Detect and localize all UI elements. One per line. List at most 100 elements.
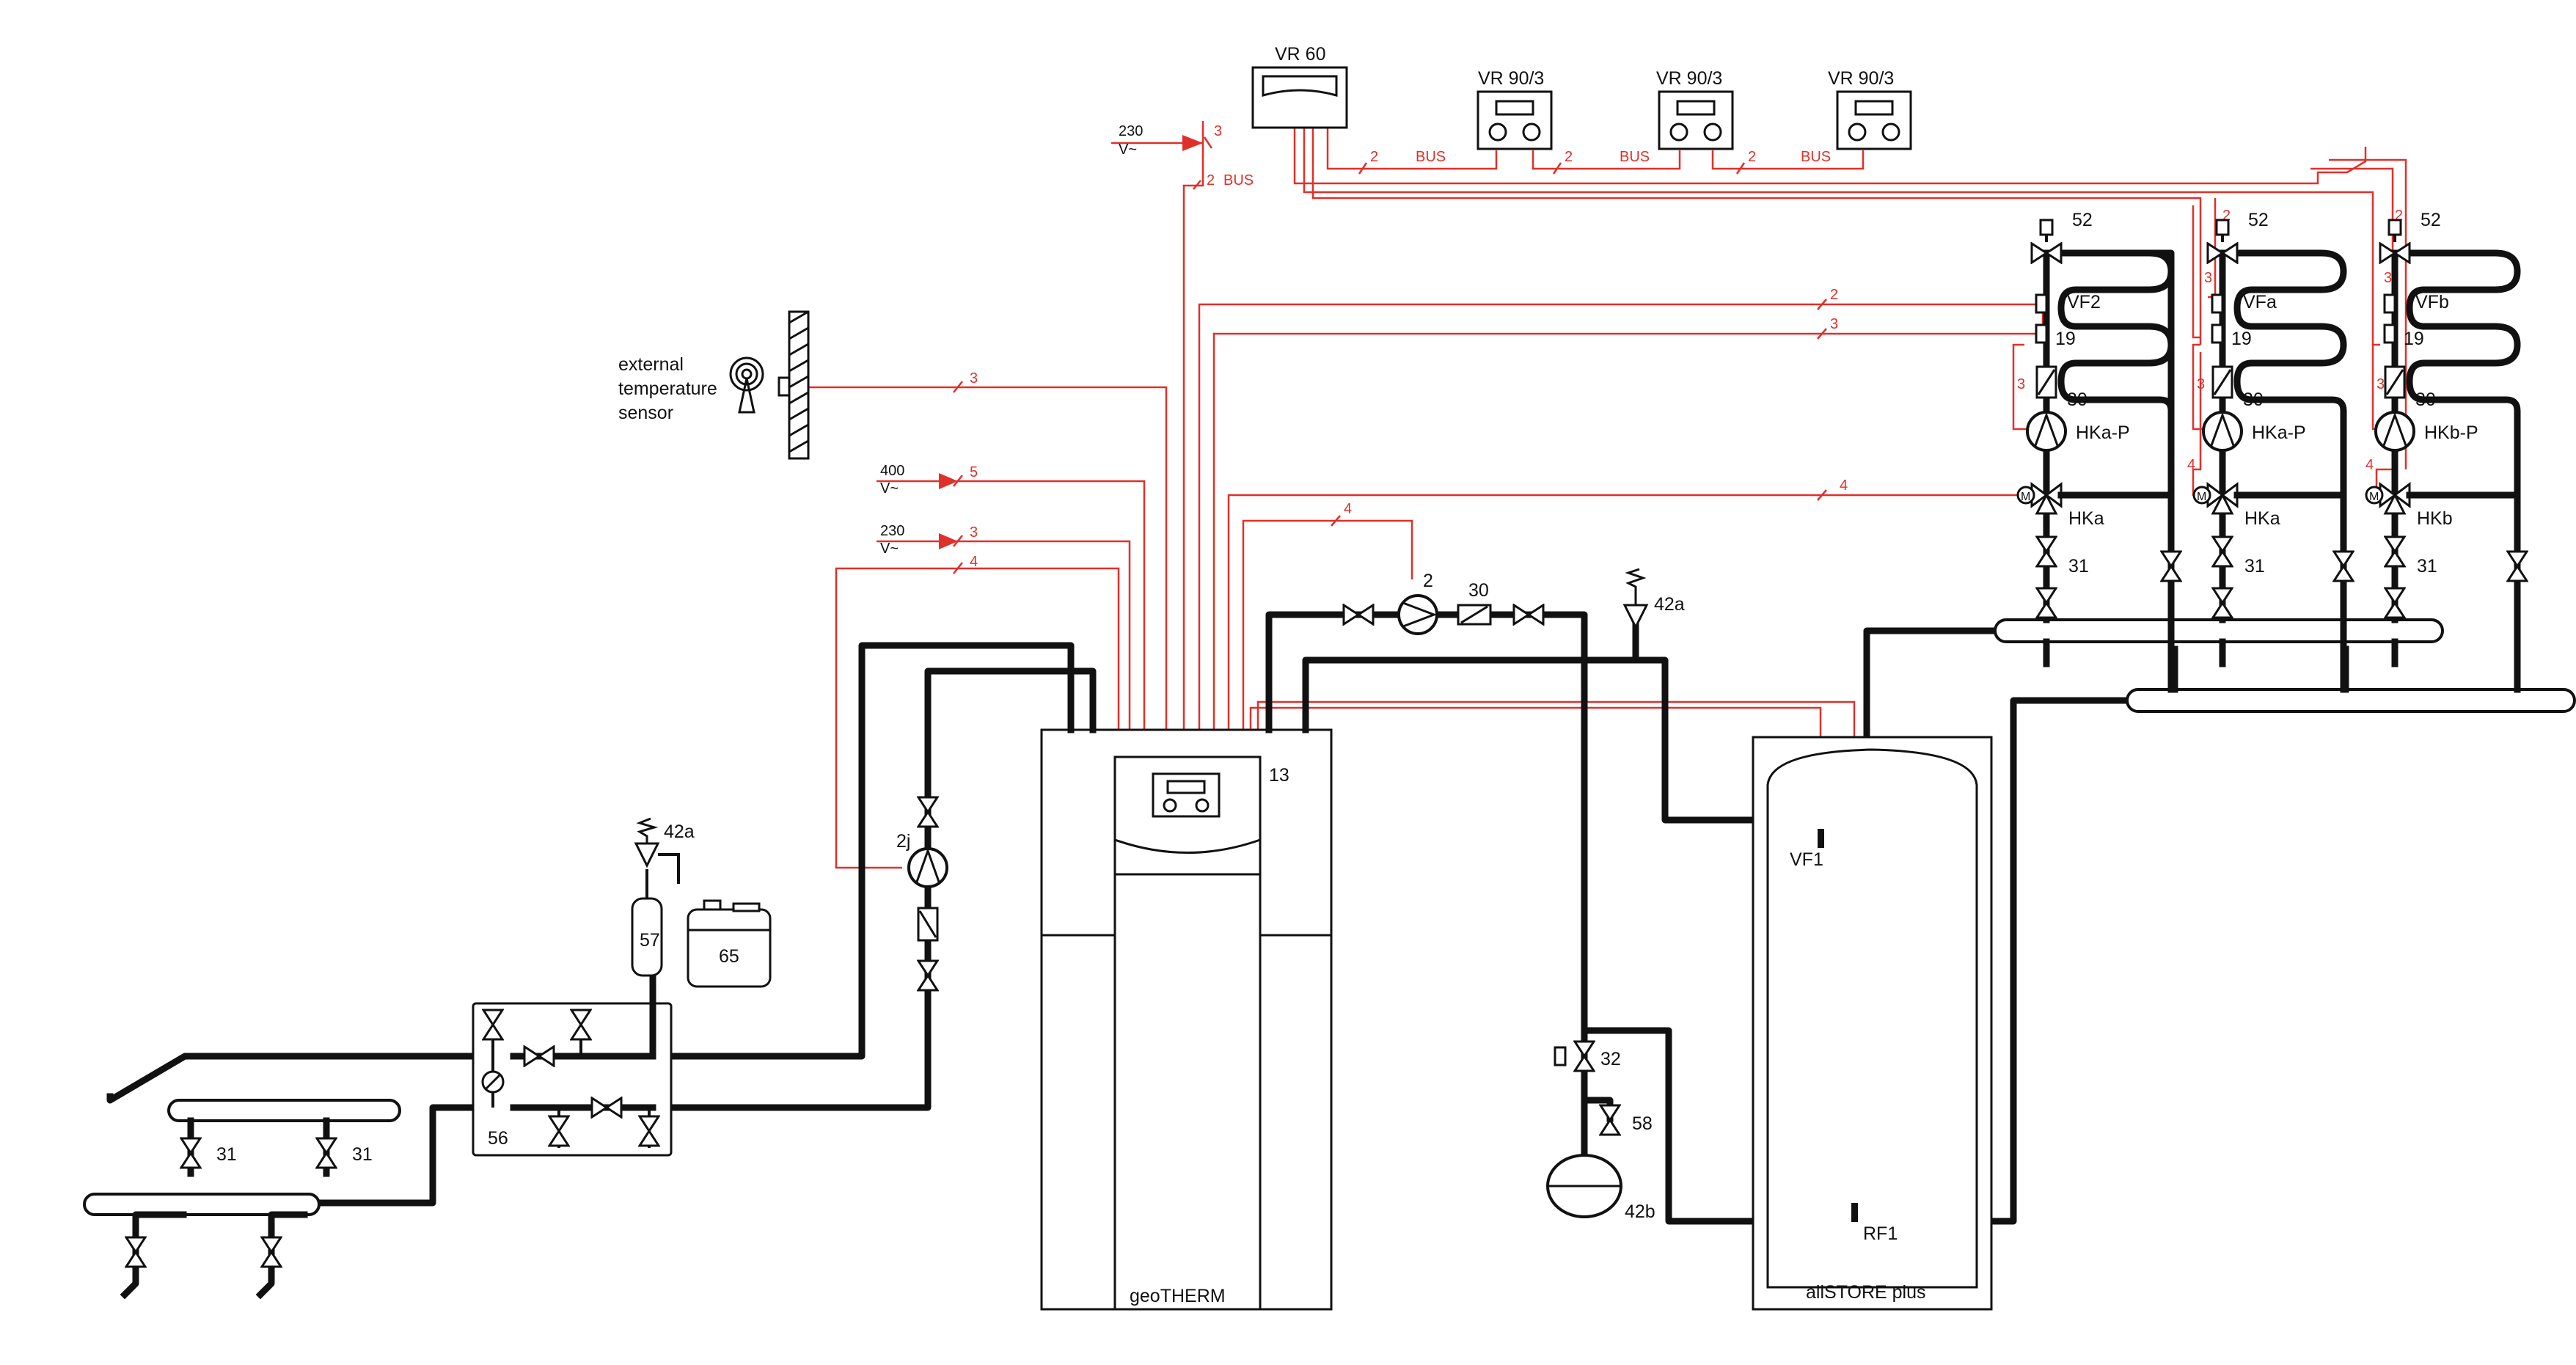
zone-2-valve-31-label: 31 [2244,556,2265,577]
zone-1-flow-sensor-label: VF2 [2067,292,2101,312]
storage-label: allSTORE plus [1806,1282,1926,1303]
zone-1-mixer-label: HKa [2068,508,2104,529]
power-ac-230: V~ [880,541,899,557]
relief-42a-brine-label: 42a [664,821,695,842]
canister-65-label: 65 [719,946,739,967]
zone-3-thermostat-19-label: 19 [2404,329,2424,349]
vr90-controller-1: VR 90/3 [1477,68,1553,150]
power-400: 400 [880,463,904,479]
storage-allstore-plus: allSTORE plus VF1 RF1 [1752,736,1993,1311]
zone-3-valve-31-label: 31 [2417,556,2437,577]
vr90-controller-3: VR 90/3 [1828,68,1912,150]
pump-2j-label: 2j [896,831,910,852]
valve-58: 58 [1599,1104,1653,1136]
valve-2j-bottom [917,959,939,992]
ground-collector: 31 31 [120,1117,373,1300]
fill-station-56: 56 [472,972,673,1157]
wire-count-bus-b: 2 [1565,149,1573,165]
zone-2-valve-52-label: 52 [2248,210,2269,230]
valve-2j-top [917,796,939,828]
zone-1-valve-52-label: 52 [2072,210,2093,230]
pump-2-label: 2 [1423,571,1433,591]
zone-2-motor-label: M [2197,491,2206,503]
collector-valve-31-a: 31 [216,1144,237,1165]
tank-57-label: 57 [640,930,660,951]
vr90-3-label: VR 90/3 [1828,68,1894,89]
heat-pump-label: geoTHERM [1130,1286,1226,1306]
expansion-vessel-42b: 42b [1546,1154,1655,1222]
zone-2-pump-label: HKa-P [2252,422,2306,443]
zone-2-check-valve-30-label: 30 [2243,389,2264,410]
relief-42a-label: 42a [1654,594,1685,615]
power-arrows [939,135,1203,549]
wire-count-zone-a-top: 2 [2222,208,2231,224]
sensor-vf1-label: VF1 [1790,849,1823,870]
wire-count-zone-3-mixer: 4 [2365,457,2374,473]
wire-count-230v: 3 [970,524,978,541]
fill-station-label: 56 [488,1128,508,1149]
wire-count-power-vr60: 3 [1214,123,1222,139]
zone-3-valve-52-label: 52 [2421,210,2441,230]
valve-pump-2-right [1512,604,1545,626]
vr90-1-label: VR 90/3 [1478,68,1544,89]
wire-count-pump-2: 4 [1344,501,1352,517]
power-ac-400: V~ [880,480,899,497]
check-valve-2j [917,907,939,942]
zone-3-mixer-label: HKb [2417,508,2453,529]
valve-58-label: 58 [1632,1113,1653,1134]
valve-32: 32 [1554,1040,1621,1072]
wire-count-bus-a: 2 [1370,149,1378,165]
vr60-label: VR 60 [1275,44,1325,65]
wire-count-zone-3-pump: 3 [2376,376,2385,392]
wire-count-zone-2-pump: 3 [2197,376,2205,392]
power-230-top: 230 [1119,123,1143,139]
pump-2j: 2j [896,831,948,888]
bus-label-3: BUS [1620,149,1650,165]
bus-label-4: BUS [1801,149,1831,165]
bus-label-2: BUS [1416,149,1446,165]
zone-2-thermostat-19-label: 19 [2231,329,2252,349]
brine-tank-57: 57 42a [631,817,695,977]
wire-count-mixer: 4 [1840,477,1848,494]
power-230: 230 [880,523,904,539]
valve-32-label: 32 [1600,1049,1621,1069]
wire-count-400v: 5 [970,464,978,480]
sensor-label-line1: external [618,354,684,375]
zone-2-flow-sensor-label: VFa [2243,292,2277,312]
zone-3-pump-label: HKb-P [2424,422,2478,443]
wire-count-pump-2j: 4 [970,554,978,570]
brine-canister-65: 65 [687,899,772,988]
valve-pump-2-left [1342,604,1375,626]
sensor-rf1-label: RF1 [1863,1223,1898,1244]
wire-counts: 3 2 BUS 2 BUS 2 BUS 2 BUS 3 5 3 4 2 3 4 … [970,123,2403,873]
heat-pump-number: 13 [1269,765,1289,786]
wire-count-zone-1-pump: 3 [2017,376,2025,392]
sensor-label-line3: sensor [618,403,673,423]
zone-2-mixer-label: HKa [2244,508,2280,529]
wire-count-zone-b-top: 2 [2395,208,2403,224]
zone-1-motor-label: M [2021,491,2030,503]
vr60-controller: VR 60 [1251,44,1348,129]
zone-1-check-valve-30-label: 30 [2067,389,2087,410]
distributors [83,618,2576,1216]
wire-count-bus-vr60: 2 [1207,172,1215,189]
wire-count-zone-3-vf: 3 [2384,270,2392,286]
check-valve-30-label: 30 [1468,580,1489,601]
wire-count-bus-c: 2 [1748,149,1756,165]
wire-count-sensor: 3 [970,370,978,387]
zone-1-valve-31-label: 31 [2068,556,2089,577]
zone-1-pump-label: HKa-P [2076,422,2130,443]
vessel-42b-label: 42b [1625,1201,1655,1222]
bus-label-1: BUS [1223,172,1254,189]
heat-pump-geotherm: geoTHERM 13 [1040,728,1333,1311]
zone-3-flow-sensor-label: VFb [2415,292,2449,312]
wire-count-19: 3 [1830,316,1838,332]
vr90-2-label: VR 90/3 [1656,68,1722,89]
external-temperature-sensor [729,310,810,460]
zone-3-motor-label: M [2369,491,2379,503]
